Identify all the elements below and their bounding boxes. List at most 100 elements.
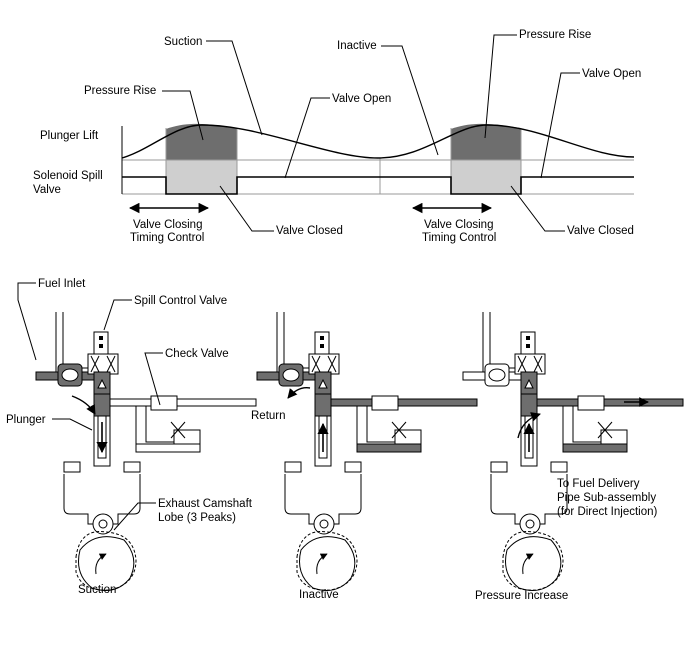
spill-valve-seat bbox=[524, 378, 534, 389]
delivery-passage bbox=[109, 398, 257, 407]
fuel-inlet-label: Fuel Inlet bbox=[38, 278, 86, 290]
check-valve-leader bbox=[144, 352, 163, 406]
check-valve-label: Check Valve bbox=[165, 348, 229, 360]
spring-left bbox=[490, 461, 508, 473]
timing-chart: Plunger Lift Solenoid Spill Valve Suctio… bbox=[33, 29, 641, 244]
pump-pressure-increase bbox=[462, 312, 684, 591]
spill-valve-seat bbox=[97, 378, 107, 389]
valve-closed-leader-left bbox=[219, 185, 274, 232]
delivery-label-line2: Pipe Sub-assembly bbox=[557, 492, 656, 504]
pump-diagrams bbox=[35, 312, 684, 591]
solenoid-coil-marks bbox=[311, 355, 337, 373]
pressure-chamber bbox=[93, 393, 111, 417]
return-passage bbox=[356, 443, 422, 453]
suction-callout: Suction bbox=[164, 36, 202, 48]
inlet-filter bbox=[282, 368, 300, 382]
valve-closed-leader-right bbox=[510, 185, 565, 232]
pump-inactive bbox=[256, 312, 478, 591]
spring-left bbox=[284, 461, 302, 473]
pressure-rise-region-right bbox=[451, 123, 521, 160]
valve-open-callout-right: Valve Open bbox=[582, 68, 641, 80]
stage-label-inactive: Inactive bbox=[299, 589, 339, 601]
inlet-filter bbox=[61, 368, 79, 382]
valve-closed-region-left bbox=[166, 160, 237, 194]
delivery-passage bbox=[536, 398, 684, 407]
inactive-callout: Inactive bbox=[337, 40, 377, 52]
camshaft-label-line1: Exhaust Camshaft bbox=[158, 498, 253, 510]
delivery-passage bbox=[330, 398, 478, 407]
spill-valve-seat bbox=[318, 378, 328, 389]
spring-right bbox=[123, 461, 141, 473]
pressure-rise-callout-left: Pressure Rise bbox=[84, 85, 156, 97]
valve-closed-callout-right: Valve Closed bbox=[567, 225, 634, 237]
cam-lobe bbox=[78, 536, 135, 591]
relief-valve-body bbox=[394, 429, 422, 445]
spill-control-valve-leader bbox=[103, 299, 132, 331]
timing-control-right-line1: Valve Closing bbox=[424, 219, 493, 231]
stage-label-pressure-increase: Pressure Increase bbox=[475, 590, 568, 602]
pressure-chamber bbox=[520, 393, 538, 417]
pressure-rise-region-left bbox=[166, 123, 237, 160]
return-passage bbox=[135, 443, 201, 453]
timing-control-left-line1: Valve Closing bbox=[133, 219, 202, 231]
camshaft-leader bbox=[113, 502, 156, 531]
relief-valve-spring bbox=[391, 421, 407, 439]
cam-lobe bbox=[299, 536, 356, 591]
check-valve-body bbox=[150, 395, 178, 411]
plunger-leader bbox=[52, 418, 93, 431]
return-label: Return bbox=[251, 410, 286, 422]
camshaft-label-line2: Lobe (3 Peaks) bbox=[158, 512, 236, 524]
solenoid-coil-housing bbox=[87, 353, 119, 375]
pressure-rise-callout-right: Pressure Rise bbox=[519, 29, 591, 41]
cam-rotation-arrow bbox=[522, 553, 534, 575]
relief-valve-spring bbox=[597, 421, 613, 439]
solenoid-coil-marks bbox=[90, 355, 116, 373]
plunger-lift-curve bbox=[121, 124, 635, 159]
timing-control-left-line2: Timing Control bbox=[130, 232, 204, 244]
plunger-label: Plunger bbox=[6, 414, 46, 426]
valve-closed-callout-left: Valve Closed bbox=[276, 225, 343, 237]
flow-arrows bbox=[71, 387, 649, 439]
cam-rotation-arrow bbox=[95, 553, 107, 575]
timing-control-right-line2: Timing Control bbox=[422, 232, 496, 244]
roller-axle bbox=[525, 519, 535, 529]
spill-valve-signal-line bbox=[122, 176, 634, 195]
solenoid-coil-housing bbox=[308, 353, 340, 375]
roller-axle bbox=[98, 519, 108, 529]
solenoid-dot bbox=[320, 344, 324, 348]
valve-open-leader-right bbox=[540, 72, 580, 179]
spring-left bbox=[63, 461, 81, 473]
solenoid-dot bbox=[526, 344, 530, 348]
spill-control-valve-label: Spill Control Valve bbox=[134, 295, 227, 307]
spill-valve-label-line2: Valve bbox=[33, 184, 61, 196]
pressure-rise-leader-right bbox=[484, 34, 517, 139]
roller-axle bbox=[319, 519, 329, 529]
solenoid-dot bbox=[99, 344, 103, 348]
delivery-label-line3: (for Direct Injection) bbox=[557, 506, 658, 518]
solenoid-coil-marks bbox=[517, 355, 543, 373]
cam-rotation-arrow bbox=[316, 553, 328, 575]
suction-flow-arrow bbox=[71, 395, 96, 415]
pressure-rise-leader-left bbox=[162, 90, 204, 141]
pressure-chamber bbox=[314, 393, 332, 417]
valve-open-callout-left: Valve Open bbox=[332, 93, 391, 105]
relief-valve-body bbox=[173, 429, 201, 445]
pump-suction bbox=[35, 312, 257, 591]
solenoid-coil-housing bbox=[514, 353, 546, 375]
valve-closed-region-right bbox=[451, 160, 521, 194]
stage-label-suction: Suction bbox=[78, 584, 116, 596]
spring-right bbox=[550, 461, 568, 473]
spill-valve-label-line1: Solenoid Spill bbox=[33, 170, 103, 182]
inlet-filter bbox=[488, 368, 506, 382]
relief-valve-spring bbox=[170, 421, 186, 439]
check-valve-body bbox=[371, 395, 399, 411]
return-passage bbox=[562, 443, 628, 453]
spring-right bbox=[344, 461, 362, 473]
solenoid-dot bbox=[99, 336, 103, 340]
valve-open-leader-left bbox=[284, 97, 330, 179]
solenoid-dot bbox=[320, 336, 324, 340]
return-flow-arrow bbox=[287, 387, 311, 399]
check-valve-body bbox=[577, 395, 605, 411]
fuel-inlet-leader bbox=[17, 282, 37, 361]
